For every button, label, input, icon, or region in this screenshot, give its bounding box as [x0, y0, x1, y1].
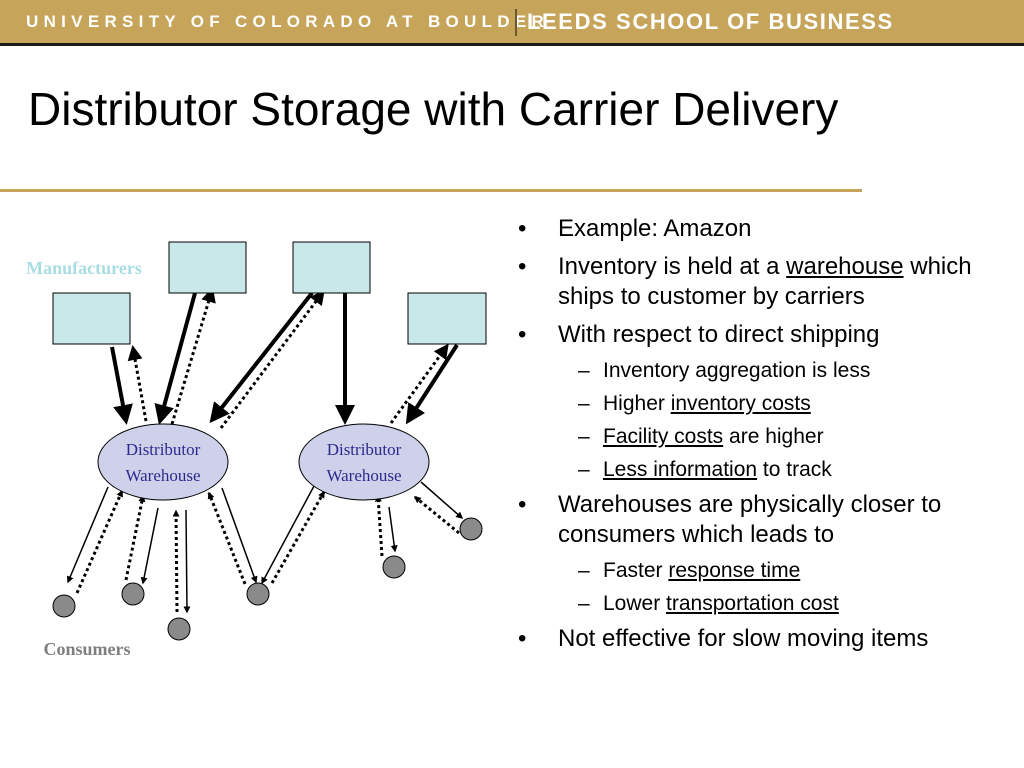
info-arrow	[270, 490, 326, 584]
flow-arrow	[388, 506, 398, 553]
sub-bullet-item: – Higher inventory costs	[578, 392, 811, 415]
consumers-label: Consumers	[43, 639, 130, 659]
term-facility-costs: Facility costs	[603, 425, 724, 448]
flow-arrow	[405, 343, 459, 425]
warehouse-label-line2: Warehouse	[326, 466, 401, 485]
dash-mark: –	[578, 359, 590, 382]
manufacturer-box	[292, 241, 371, 294]
info-arrow	[172, 509, 180, 613]
info-arrow	[124, 494, 146, 581]
sub-bullet-item: – Faster response time	[578, 559, 801, 582]
info-arrow	[389, 343, 449, 424]
term-inventory-costs: inventory costs	[670, 392, 811, 415]
flow-arrow	[66, 486, 109, 584]
bullet-item: • Warehouses are physically closer to co…	[518, 491, 942, 548]
school-name: LEEDS SCHOOL OF BUSINESS	[527, 9, 894, 34]
slide-title: Distributor Storage with Carrier Deliver…	[28, 83, 839, 135]
bullet-mark: •	[518, 625, 527, 652]
warehouse-node	[298, 423, 430, 501]
university-name: UNIVERSITY OF COLORADO AT BOULDER	[26, 12, 550, 31]
consumer-node	[167, 617, 191, 641]
manufacturers-label: Manufacturers	[26, 258, 142, 278]
flow-arrow	[420, 481, 464, 519]
sub-bullet-item: – Inventory aggregation is less	[578, 359, 871, 382]
bullet-item: • Inventory is held at a warehouse which…	[518, 253, 972, 310]
consumer-node	[382, 555, 406, 579]
term-transportation-cost: transportation cost	[666, 592, 839, 615]
sub-bullet-item: – Less information to track	[578, 458, 832, 481]
dash-mark: –	[578, 592, 590, 615]
dash-mark: –	[578, 559, 590, 582]
bullet-list: • Example: Amazon • Inventory is held at…	[518, 214, 1018, 654]
manufacturer-box	[407, 292, 487, 345]
dash-mark: –	[578, 392, 590, 415]
term-warehouse: warehouse	[786, 253, 904, 280]
manufacturer-box	[168, 241, 247, 294]
info-arrow	[170, 287, 216, 425]
sub-bullet-item: – Facility costs are higher	[578, 425, 824, 448]
header-divider	[515, 9, 517, 36]
manufacturers	[52, 241, 487, 345]
info-arrow	[219, 289, 325, 429]
info-arrow	[374, 494, 384, 557]
flow-arrow	[154, 292, 197, 425]
header-bar: UNIVERSITY OF COLORADO AT BOULDER LEEDS …	[0, 0, 1024, 46]
flow-arrow	[183, 509, 191, 614]
distribution-diagram: Distributor Warehouse Distributor Wareho…	[26, 241, 487, 659]
consumer-node	[121, 582, 145, 606]
bullet-mark: •	[518, 253, 527, 280]
warehouses: Distributor Warehouse Distributor Wareho…	[97, 423, 430, 501]
consumers	[52, 517, 483, 641]
title-rule	[0, 189, 862, 192]
dash-mark: –	[578, 425, 590, 448]
bullet-mark: •	[518, 321, 527, 348]
consumer-node	[459, 517, 483, 541]
bullet-mark: •	[518, 491, 527, 518]
bullet-item: • With respect to direct shipping	[518, 321, 880, 348]
warehouse-label-line1: Distributor	[327, 440, 402, 459]
consumer-flows	[66, 481, 464, 614]
flow-arrow	[110, 346, 133, 425]
manufacturer-flows	[110, 287, 459, 429]
warehouse-label-line1: Distributor	[126, 440, 201, 459]
warehouse-label-line2: Warehouse	[125, 466, 200, 485]
warehouse-node	[97, 423, 229, 501]
bullet-mark: •	[518, 215, 527, 242]
info-arrow	[75, 489, 124, 594]
bullet-item: • Example: Amazon	[518, 215, 752, 242]
consumer-node	[52, 594, 76, 618]
info-arrow	[127, 345, 148, 422]
flow-arrow	[221, 487, 258, 584]
manufacturer-box	[52, 292, 131, 345]
term-less-information: Less information	[603, 458, 758, 481]
info-arrow	[413, 495, 460, 535]
term-response-time: response time	[668, 559, 801, 582]
flow-arrow	[209, 291, 314, 424]
sub-bullet-item: – Lower transportation cost	[578, 592, 839, 615]
dash-mark: –	[578, 458, 590, 481]
flow-arrow	[261, 485, 315, 585]
flow-arrow	[140, 507, 159, 585]
info-arrow	[207, 491, 247, 585]
consumer-node	[246, 582, 270, 606]
bullet-item: • Not effective for slow moving items	[518, 625, 929, 652]
